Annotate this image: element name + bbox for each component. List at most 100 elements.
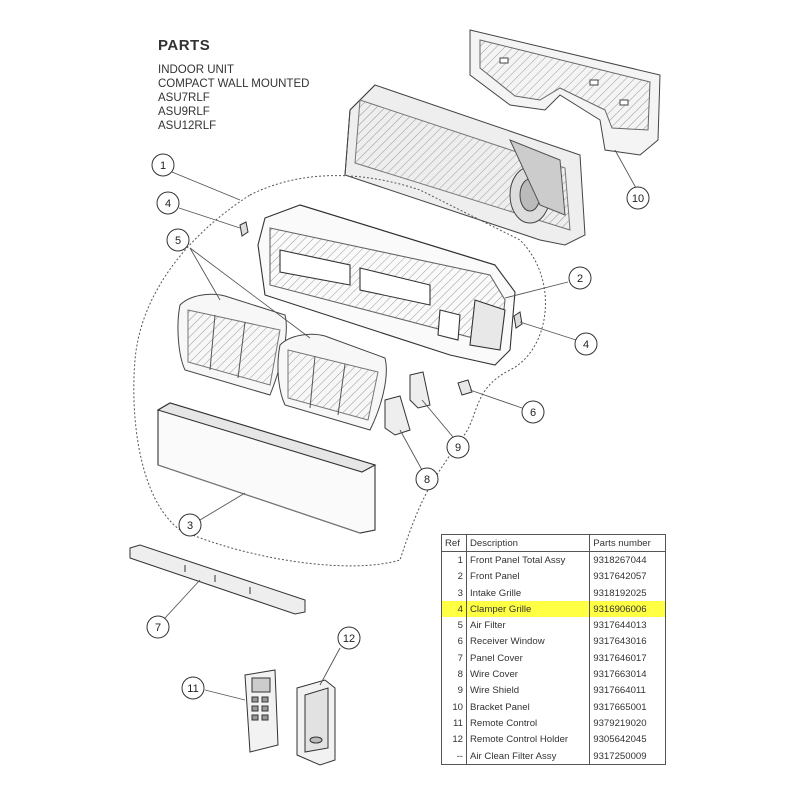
callout-1: 1 xyxy=(151,153,175,177)
header-parts-number: Parts number xyxy=(589,534,666,553)
callout-12: 12 xyxy=(337,626,361,650)
cell-ref: 1 xyxy=(441,551,467,569)
remote-control-holder xyxy=(296,679,336,766)
cell-parts-number: 9318192025 xyxy=(589,584,666,602)
callout-label: 5 xyxy=(175,235,181,247)
callout-label: 1 xyxy=(160,160,166,172)
cell-description: Remote Control xyxy=(465,715,591,732)
cell-description: Air Filter xyxy=(465,617,591,634)
callout-label: 8 xyxy=(424,474,430,486)
panel-cover xyxy=(129,544,306,615)
callout-5: 5 xyxy=(166,228,190,252)
subtitle-line: ASU9RLF xyxy=(158,106,210,118)
cell-description: Intake Grille xyxy=(465,584,591,602)
cell-description: Front Panel Total Assy xyxy=(465,551,591,569)
cell-description: Front Panel xyxy=(465,568,591,585)
cell-ref: 10 xyxy=(441,698,467,716)
page-title: PARTS xyxy=(158,37,211,54)
cell-ref: 6 xyxy=(441,633,467,651)
air-filter-left xyxy=(177,293,287,396)
callout-label: 4 xyxy=(583,339,589,351)
callout-6: 6 xyxy=(521,400,545,424)
cell-ref: 5 xyxy=(441,617,467,634)
clamper-grille-right xyxy=(513,311,523,329)
front-panel xyxy=(257,204,516,366)
cell-ref: 3 xyxy=(441,584,467,602)
header-description: Description xyxy=(465,534,591,553)
cell-ref: -- xyxy=(441,747,467,765)
leader-lines xyxy=(164,149,637,701)
cell-description: Air Clean Filter Assy xyxy=(465,747,591,765)
bracket-panel xyxy=(469,29,661,156)
cell-parts-number: 9317643016 xyxy=(589,633,666,651)
callout-11: 11 xyxy=(181,676,205,700)
callout-7: 7 xyxy=(146,615,170,639)
cell-ref: 9 xyxy=(441,682,467,699)
cell-description: Panel Cover xyxy=(465,650,591,667)
callout-3: 3 xyxy=(178,513,202,537)
cell-description: Clamper Grille xyxy=(465,601,591,618)
clamper-grille-top xyxy=(239,221,249,237)
callout-label: 7 xyxy=(155,622,161,634)
cell-ref: 4 xyxy=(441,601,467,618)
callout-label: 2 xyxy=(577,273,583,285)
wire-shield xyxy=(409,371,431,409)
callout-4-top: 4 xyxy=(156,191,180,215)
assembly-outline xyxy=(133,175,546,567)
cell-description: Wire Shield xyxy=(465,682,591,699)
cell-parts-number: 9317644013 xyxy=(589,617,666,634)
cell-description: Remote Control Holder xyxy=(465,731,591,748)
cell-description: Bracket Panel xyxy=(465,698,591,716)
cell-ref: 11 xyxy=(441,715,467,732)
cell-parts-number: 9305642045 xyxy=(589,731,666,748)
cell-parts-number: 9317664011 xyxy=(589,682,666,699)
cell-ref: 7 xyxy=(441,650,467,667)
callout-label: 4 xyxy=(165,198,171,210)
cell-parts-number: 9316906006 xyxy=(589,601,666,618)
callout-9: 9 xyxy=(446,435,470,459)
air-filter-right xyxy=(277,333,387,431)
callout-label: 9 xyxy=(455,442,461,454)
remote-control xyxy=(244,669,279,753)
cell-ref: 2 xyxy=(441,568,467,585)
receiver-window xyxy=(457,379,473,396)
header-ref: Ref xyxy=(441,534,467,553)
subtitle-line: INDOOR UNIT xyxy=(158,64,235,76)
cell-ref: 8 xyxy=(441,666,467,683)
cell-description: Receiver Window xyxy=(465,633,591,651)
cell-parts-number: 9317250009 xyxy=(589,747,666,765)
subtitle-line: ASU7RLF xyxy=(158,92,210,104)
cell-parts-number: 9317646017 xyxy=(589,650,666,667)
subtitle-line: COMPACT WALL MOUNTED xyxy=(158,78,310,90)
cell-description: Wire Cover xyxy=(465,666,591,683)
callout-label: 10 xyxy=(632,193,644,205)
cell-parts-number: 9318267044 xyxy=(589,551,666,569)
cell-ref: 12 xyxy=(441,731,467,748)
callout-label: 11 xyxy=(187,683,198,695)
callout-label: 12 xyxy=(343,633,355,645)
callout-label: 3 xyxy=(187,520,193,532)
cell-parts-number: 9317665001 xyxy=(589,698,666,716)
cell-parts-number: 9317642057 xyxy=(589,568,666,585)
callout-8: 8 xyxy=(415,467,439,491)
cell-parts-number: 9379219020 xyxy=(589,715,666,732)
callout-4-right: 4 xyxy=(574,332,598,356)
wire-cover xyxy=(384,395,411,436)
subtitle-line: ASU12RLF xyxy=(158,120,217,132)
